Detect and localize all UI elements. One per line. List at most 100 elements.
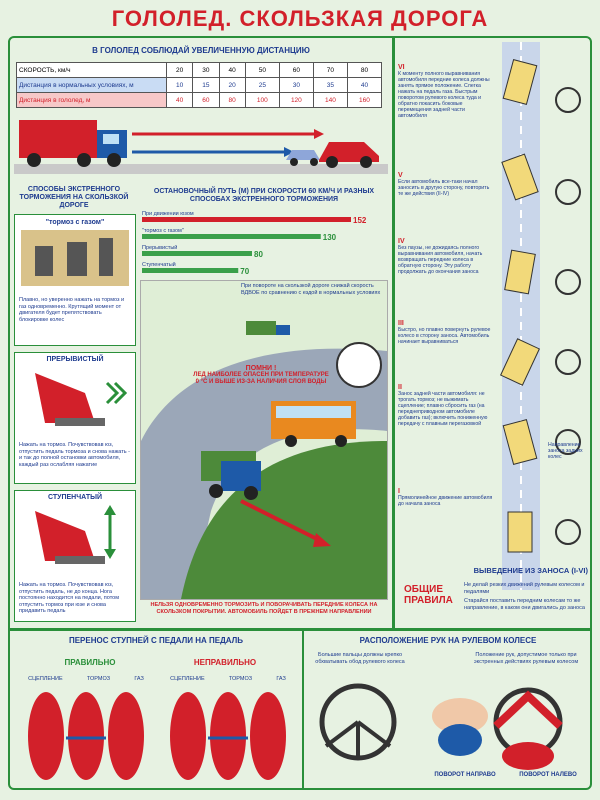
skid-stage: III Быстро, но плавно повернуть рулевое … (398, 320, 494, 345)
skid-road-image (500, 42, 540, 590)
hands-note-1: Большие пальцы должны крепко обхватывать… (315, 652, 405, 665)
table-cell: 10 (165, 77, 194, 93)
pedal-label: ГАЗ (276, 676, 286, 682)
table-cell: 30 (278, 77, 314, 93)
bar-label: При движении юзом (142, 211, 194, 217)
pedal-labels: СЦЕПЛЕНИЕ ТОРМОЗ ГАЗ (16, 676, 156, 682)
skid-direction-label: Направление заноса задних колес (548, 442, 583, 460)
method-panel-intermittent: ПРЕРЫВИСТЫЙ Нажать на тормоз. Почувствов… (14, 352, 136, 484)
table-cell: 20 (218, 77, 246, 93)
table-cell: 50 (244, 62, 280, 78)
skid-stage: V Если автомобиль все-таки начал заносит… (398, 172, 494, 197)
stage-number: II (398, 384, 402, 391)
methods-heading: СПОСОБЫ ЭКСТРЕННОГО ТОРМОЖЕНИЯ НА СКОЛЬЗ… (19, 186, 129, 209)
stage-text: Без паузы, не дожидаясь полного выравнив… (398, 245, 483, 275)
table-cell: 15 (192, 77, 220, 93)
stage-number: V (398, 172, 403, 179)
stage-number: III (398, 320, 404, 327)
stopping-heading: ОСТАНОВОЧНЫЙ ПУТЬ (м) ПРИ СКОРОСТИ 60 км… (153, 188, 375, 203)
table-cell: 80 (218, 92, 246, 108)
table-cell: 70 (312, 62, 348, 78)
table-cell: 120 (278, 92, 314, 108)
bar (142, 268, 239, 273)
bar-label: Ступенчатый (142, 261, 176, 268)
distance-illustration (14, 120, 388, 174)
pedals-image (21, 230, 129, 286)
table-cell: 25 (244, 77, 280, 93)
bar-value: 80 (254, 250, 263, 259)
bar (142, 234, 321, 239)
table-cell: 40 (346, 77, 383, 93)
table-cell: Дистанция в гололед, м (16, 92, 167, 108)
bottom-divider (302, 631, 304, 790)
truck-green-image (246, 321, 290, 335)
exit-title: ВЫВЕДЕНИЕ ИЗ ЗАНОСА (I-VI) (473, 566, 588, 575)
pedal-label: СЦЕПЛЕНИЕ (170, 676, 205, 682)
bar-label: "тормоз с газом" (142, 228, 184, 234)
table-cell: 30 (192, 62, 220, 78)
pedal-label: СЦЕПЛЕНИЕ (28, 676, 63, 682)
method-text: Плавно, но уверенно нажать на тормоз и г… (19, 297, 125, 323)
table-cell: 100 (244, 92, 280, 108)
turn-note: При повороте на скользкой дороге снижай … (241, 283, 381, 296)
pedal-label: ГАЗ (134, 676, 144, 682)
pedal-labels: СЦЕПЛЕНИЕ ТОРМОЗ ГАЗ (158, 676, 298, 682)
remember-title: ПОМНИ ! (245, 365, 277, 372)
hands-caption-left: ПОВОРОТ НАЛЕВО (519, 772, 577, 778)
stage-number: IV (398, 238, 405, 245)
skid-stage: VI К моменту полного выравнивания автомо… (398, 64, 494, 119)
horizontal-divider (8, 628, 592, 631)
truck-blue-image (201, 451, 261, 500)
hands-caption-right: ПОВОРОТ НАПРАВО (434, 772, 496, 778)
bar-value: 152 (353, 216, 367, 225)
method-panel-stepped: СТУПЕНЧАТЫЙ Нажать на тормоз. Почувствов… (14, 490, 136, 622)
table-row: Дистанция в гололед, м 40 60 80 100 120 … (16, 92, 383, 108)
hands-note-2: Положение рук, допустимое только при экс… (473, 652, 579, 665)
bar-value: 130 (323, 233, 337, 242)
road-image (141, 281, 387, 599)
table-row: Дистанция в нормальных условиях, м 10 15… (16, 77, 383, 93)
skid-stage: I Прямолинейное движение автомобиля до н… (398, 488, 494, 507)
rules-title: ОБЩИЕ ПРАВИЛА (404, 584, 453, 606)
foot-pedal-image (35, 505, 116, 564)
skid-stage: II Занос задней части автомобиля: не тро… (398, 384, 494, 427)
skid-section: VI К моменту полного выравнивания автомо… (398, 42, 588, 592)
method-text: Нажать на тормоз. Почувствовав юз, отпус… (19, 442, 130, 468)
method-text: Нажать на тормоз. Почувствовав юз, отпус… (19, 582, 120, 614)
poster-frame (8, 36, 592, 790)
feet-heading: ПЕРЕНОС СТУПНЕЙ С ПЕДАЛИ НА ПЕДАЛЬ (68, 636, 244, 645)
method-title: СТУПЕНЧАТЫЙ (47, 494, 103, 501)
rules-box: ОБЩИЕ ПРАВИЛА Не делай резких движений р… (398, 580, 588, 624)
speedometer-icon (336, 342, 382, 388)
stage-number: VI (398, 64, 405, 71)
pedal-label: ТОРМОЗ (86, 676, 111, 682)
feet-image (28, 692, 286, 780)
table-cell: 40 (165, 92, 194, 108)
bar-value: 70 (240, 267, 249, 276)
table-cell: 20 (165, 62, 194, 78)
distance-heading: В ГОЛОЛЕД СОБЛЮДАЙ УВЕЛИЧЕННУЮ ДИСТАНЦИЮ (92, 46, 310, 55)
method-panel-gas: "тормоз с газом" Плавно, но уверенно наж… (14, 214, 136, 346)
distance-table: СКОРОСТЬ, км/ч 20 30 40 50 60 70 80 Дист… (16, 62, 383, 108)
rule-item: Не делай резких движений рулевым колесом… (464, 582, 585, 595)
bar-label: Прерывистый (142, 244, 177, 251)
method-title: ПРЕРЫВИСТЫЙ (46, 356, 104, 363)
skid-stage: IV Без паузы, не дожидаясь полного вырав… (398, 238, 494, 275)
stage-text: Прямолинейное движение автомобиля до нач… (398, 495, 493, 507)
foot-pedal-image (35, 373, 128, 426)
pedal-label: ТОРМОЗ (228, 676, 253, 682)
hands-heading: РАСПОЛОЖЕНИЕ РУК НА РУЛЕВОМ КОЛЕСЕ (359, 636, 537, 645)
feet-right-label: ПРАВИЛЬНО (64, 658, 116, 667)
stage-text: Если автомобиль все-таки начал заносить … (398, 179, 490, 197)
steering-wheels-image (555, 87, 581, 545)
hands-image (319, 683, 563, 770)
road-illustration: При повороте на скользкой дороге снижай … (140, 280, 388, 600)
stage-text: Занос задней части автомобиля: не трогат… (398, 391, 488, 427)
bar (142, 217, 351, 222)
table-cell: 160 (346, 92, 383, 108)
remember-text: ЛЕД НАИБОЛЕЕ ОПАСЕН ПРИ ТЕМПЕРАТУРЕ 0 °С… (193, 372, 329, 385)
bus-image (271, 401, 356, 447)
remember-box: ПОМНИ ! ЛЕД НАИБОЛЕЕ ОПАСЕН ПРИ ТЕМПЕРАТ… (191, 365, 331, 386)
stage-text: К моменту полного выравнивания автомобил… (398, 71, 490, 119)
table-cell: 60 (278, 62, 314, 78)
